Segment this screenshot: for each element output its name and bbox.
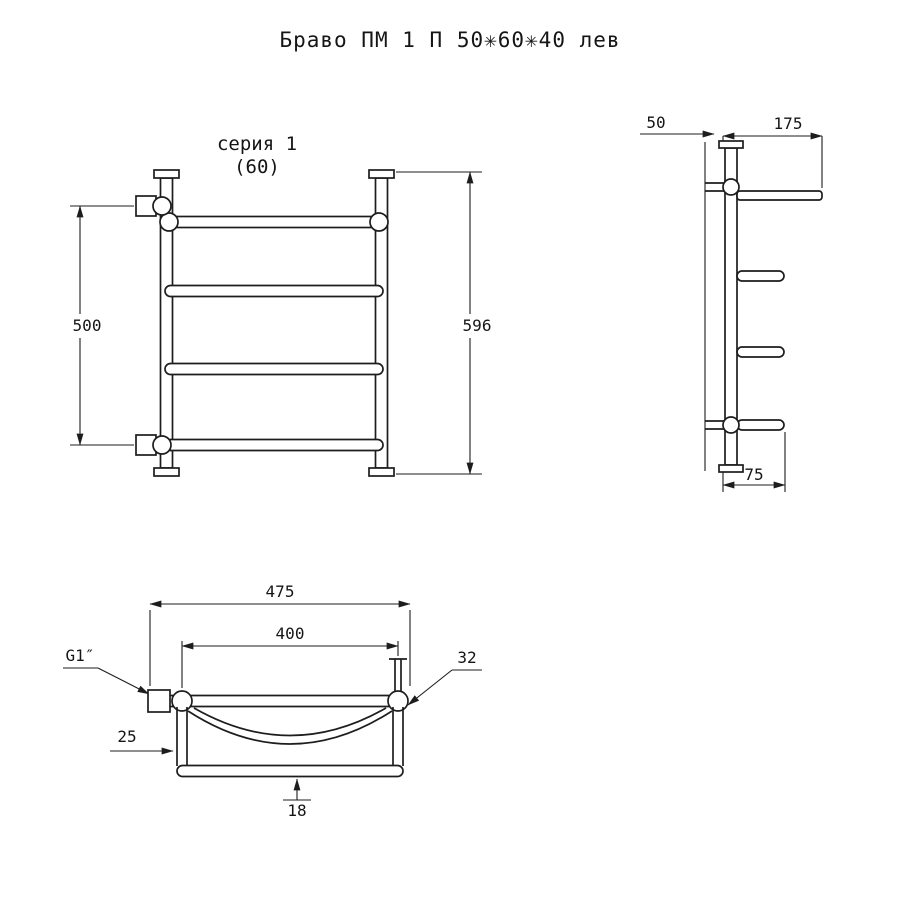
- side-view: 175 50 75: [640, 113, 823, 492]
- dim-wall-offset: 50: [640, 113, 715, 138]
- dim-596-text: 596: [463, 316, 492, 335]
- post-cap: [153, 467, 180, 477]
- post-top-circle: [387, 690, 409, 712]
- shelf-pivot: [369, 212, 389, 232]
- valve-nut: [147, 689, 171, 713]
- post-top-circle: [171, 690, 193, 712]
- valve-union: [152, 435, 172, 455]
- post-cap: [368, 467, 395, 477]
- rung: [164, 284, 384, 298]
- thread-label-text: G1″: [66, 646, 95, 665]
- rung-end: [736, 346, 785, 358]
- dim-bottom-depth: 75: [722, 432, 786, 492]
- dim-front-offset: 25: [110, 727, 174, 755]
- dim-mount-height: 500: [70, 205, 134, 446]
- dim-475-text: 475: [266, 582, 295, 601]
- post-cap: [368, 169, 395, 179]
- valve-union: [152, 196, 172, 216]
- dim-400-text: 400: [276, 624, 305, 643]
- dim-gap: 18: [283, 778, 311, 820]
- valve-union: [722, 416, 740, 434]
- front-bar: [176, 764, 404, 778]
- shelf-side: [736, 190, 823, 201]
- rung: [164, 438, 384, 452]
- dim-75-text: 75: [744, 465, 763, 484]
- shelf-curve-outer: [187, 710, 393, 745]
- shelf-bar: [164, 215, 384, 229]
- rung-end: [736, 270, 785, 282]
- drawing-title: Браво ПМ 1 П 50✳60✳40 лев: [279, 28, 620, 52]
- shelf-curve-inner: [193, 707, 387, 737]
- dim-500-text: 500: [73, 316, 102, 335]
- dim-center-width: 400: [181, 624, 399, 688]
- dim-18-text: 18: [287, 801, 306, 820]
- leader-line: [407, 669, 453, 706]
- front-view: серия 1 (60) 500 596: [70, 133, 492, 477]
- series-size-label: (60): [234, 156, 280, 178]
- top-view: 475 400 G1″ 32: [63, 582, 482, 820]
- dim-175-text: 175: [774, 114, 803, 133]
- post-cap: [718, 464, 744, 473]
- dim-25-text: 25: [117, 727, 136, 746]
- thread-callout: G1″: [63, 646, 150, 695]
- post-cap: [153, 169, 180, 179]
- diameter-callout: 32: [407, 648, 482, 706]
- dim-50-text: 50: [646, 113, 665, 132]
- dim-shelf-depth: 175: [722, 114, 823, 188]
- dim-total-height: 596: [396, 171, 492, 475]
- rung: [164, 362, 384, 376]
- dim-32-text: 32: [457, 648, 476, 667]
- shelf-pivot: [159, 212, 179, 232]
- rung-end: [736, 419, 785, 431]
- dim-total-width: 475: [149, 582, 411, 686]
- post-cap: [718, 140, 744, 149]
- leader-line: [97, 667, 150, 695]
- shelf-pivot: [722, 178, 740, 196]
- series-label: серия 1: [217, 133, 297, 155]
